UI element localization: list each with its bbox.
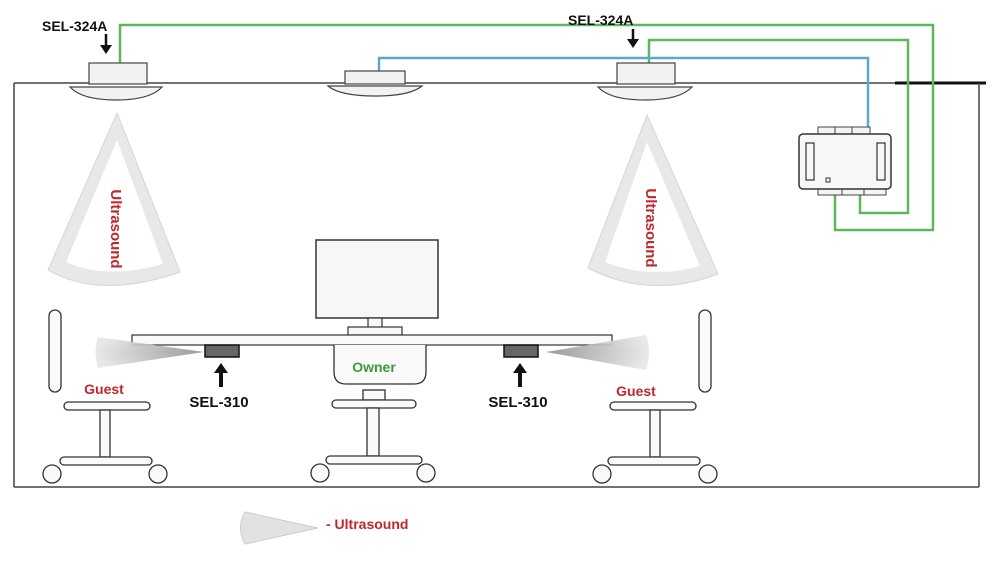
arrow-up-icon [214,363,228,387]
desk-ultrasound-cone-right [546,335,649,370]
arrow-down-icon [627,29,639,48]
blue-wire [377,56,870,132]
arrow-down-icon [100,34,112,54]
ceiling-sensor-right [596,62,694,101]
guest-label-left: Guest [84,381,124,397]
monitor [315,239,439,336]
owner-label: Owner [352,359,396,375]
room-outline [13,81,986,488]
guest-label-right: Guest [616,383,656,399]
legend-ultrasound-label: - Ultrasound [326,516,408,532]
desk-ultrasound-cone-left [95,337,204,368]
ultrasound-label-right: Ultrasound [642,188,659,267]
ultrasound-cone-right [587,113,719,287]
legend-ultrasound-cone-icon [240,511,319,545]
desk-sensor-left-label: SEL-310 [189,394,248,411]
owner-chair [310,345,436,483]
legend: - Ultrasound [240,511,408,545]
ceiling-device-middle [326,70,424,97]
green-wire-left [118,23,935,232]
sensor-left-label: SEL-324A [42,18,107,34]
ultrasound-label-left: Ultrasound [107,189,124,268]
desk-sensor-right-label: SEL-310 [488,394,547,411]
desk [131,334,613,346]
guest-chair-right [592,309,718,484]
guest-chair-left [42,309,168,484]
arrow-up-icon [513,363,527,387]
desk-sensor-right [503,344,539,358]
sensor-right-label: SEL-324A [568,12,633,28]
ultrasound-cone-left [47,111,181,286]
ceiling-sensor-left [68,62,164,101]
desk-sensor-left [204,344,240,358]
controller-box [798,126,892,196]
green-wire-right [647,38,910,215]
